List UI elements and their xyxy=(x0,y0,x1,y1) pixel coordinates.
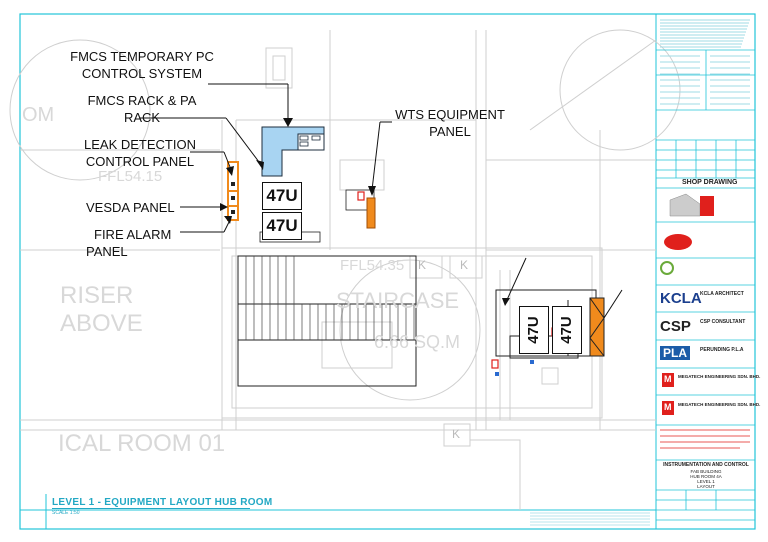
ffl-mid-text: FFL54.35 xyxy=(340,257,405,274)
stair-treads xyxy=(245,256,415,340)
megatech-logo-1: M xyxy=(664,374,672,384)
leak-detection-label-line-2: CONTROL PANEL xyxy=(85,154,195,169)
riser-text: RISER ABOVE xyxy=(60,282,143,338)
project-title-line-3: LEVEL 1 xyxy=(697,479,715,484)
rack-47u-4: 47U xyxy=(552,306,582,354)
wts-panel-label-line-2: PANEL xyxy=(429,124,471,139)
fmcs-pc-desk xyxy=(297,133,325,151)
k-marker-1: K xyxy=(418,258,427,272)
rack-47u-3: 47U xyxy=(519,306,549,354)
kcla-name: KCLA ARCHITECT xyxy=(700,291,744,297)
riser-line-1: RISER xyxy=(60,282,134,309)
csp-name: CSP CONSULTANT xyxy=(700,319,746,325)
pla-name: PERUNDING P.L.A xyxy=(700,347,744,353)
shop-drawing-status: SHOP DRAWING xyxy=(682,179,738,186)
drawing-title: LEVEL 1 - EQUIPMENT LAYOUT HUB ROOM xyxy=(52,497,273,508)
fmcs-rack-label: FMCS RACK & PA RACK xyxy=(74,92,210,126)
pla-logo: PLA xyxy=(660,346,690,360)
megatech-name-1: MEGATECH ENGINEERING SDN. BHD. xyxy=(678,374,761,379)
rack-47u-1: 47U xyxy=(262,182,302,210)
leak-detection-label-line-1: LEAK DETECTION xyxy=(84,137,196,152)
fmcs-pc-label-line-2: CONTROL SYSTEM xyxy=(81,66,203,81)
leader-lines xyxy=(140,83,623,319)
room-bottom-text: ICAL ROOM 01 xyxy=(58,430,226,457)
title-block-notes xyxy=(660,19,750,105)
ffl-left-text: FFL54.15 xyxy=(98,168,163,185)
kcla-logo: KCLA xyxy=(660,290,702,307)
sheet-border xyxy=(19,13,756,530)
megatech-logo-2: M xyxy=(664,402,672,412)
blue-markers xyxy=(495,360,534,376)
fmcs-pc-label-line-1: FMCS TEMPORARY PC xyxy=(70,49,214,64)
project-title-line-4: LAYOUT xyxy=(697,484,715,489)
csp-logo: CSP xyxy=(660,318,691,335)
vesda-panel-label: VESDA PANEL xyxy=(86,200,175,215)
bottom-notes xyxy=(530,512,650,526)
riser-line-2: ABOVE xyxy=(60,310,143,337)
leak-detection-label: LEAK DETECTION CONTROL PANEL xyxy=(76,136,204,170)
project-title-line-1: FAB BUILDING xyxy=(690,469,722,474)
project-title-line-2: HUB ROOM 4A xyxy=(690,474,722,479)
project-title: FAB BUILDING HUB ROOM 4A LEVEL 1 LAYOUT xyxy=(658,469,754,489)
fmcs-pc-label: FMCS TEMPORARY PC CONTROL SYSTEM xyxy=(62,48,222,82)
rack-47u-4-label: 47U xyxy=(558,316,575,344)
drawing-scale: SCALE 1:50 xyxy=(52,510,80,516)
panel-dividers xyxy=(229,190,237,207)
k-marker-2: K xyxy=(460,258,469,272)
section-title: INSTRUMENTATION AND CONTROL xyxy=(663,462,749,468)
fire-alarm-label-line-1: FIRE ALARM xyxy=(94,227,172,242)
leader-arrowheads xyxy=(220,118,510,306)
wts-panel-label-line-1: WTS EQUIPMENT xyxy=(395,107,505,122)
riser-panel-pattern xyxy=(589,297,605,357)
area-text: 6.66 SQ.M xyxy=(374,332,461,352)
rack-47u-3-label: 47U xyxy=(525,316,542,344)
wts-panel-label: WTS EQUIPMENT PANEL xyxy=(384,106,516,140)
fire-alarm-label: FIRE ALARM PANEL xyxy=(86,226,171,260)
staircase xyxy=(237,255,417,387)
k-marker-3: K xyxy=(452,427,461,441)
red-note-lines xyxy=(660,429,750,449)
fmcs-rack-label-line-1: FMCS RACK & PA xyxy=(87,93,197,108)
drawing-title-underline xyxy=(52,508,250,509)
panel-markers xyxy=(231,182,235,214)
room-left-text: OM xyxy=(22,104,55,126)
title-block-grid xyxy=(656,49,755,521)
megatech-emblems xyxy=(660,193,714,415)
staircase-text: STAIRCASE xyxy=(336,288,460,313)
wts-equipment-panel xyxy=(366,197,376,229)
fmcs-pc-details xyxy=(299,135,321,147)
megatech-name-2: MEGATECH ENGINEERING SDN. BHD. xyxy=(678,402,761,407)
fire-alarm-label-line-2: PANEL xyxy=(86,244,128,259)
rack-47u-2: 47U xyxy=(262,212,302,240)
fmcs-rack-label-line-2: RACK xyxy=(123,110,161,125)
